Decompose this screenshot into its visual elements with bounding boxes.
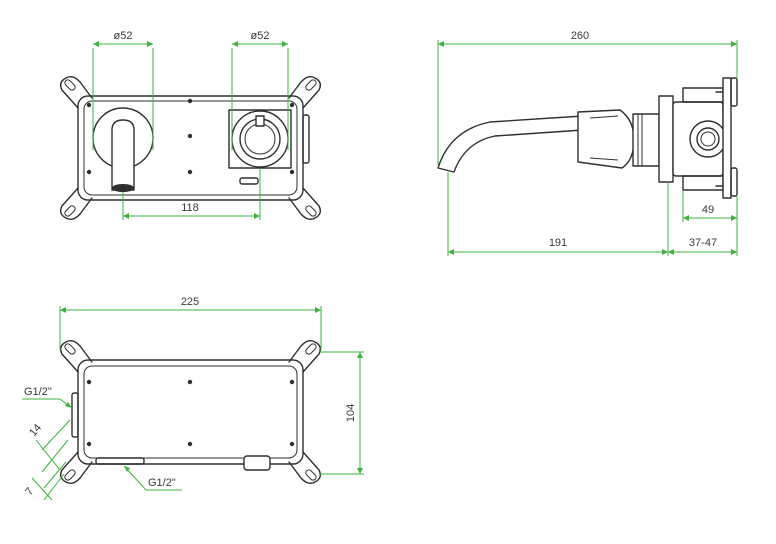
label-plate-width: 225 xyxy=(181,296,199,308)
side-spout xyxy=(437,115,584,173)
plate-outlet-stub xyxy=(243,455,271,471)
front-screw-holes xyxy=(86,98,295,175)
dim-front-right-diameter: ø52 xyxy=(231,30,289,150)
side-neck xyxy=(632,113,660,167)
plate-bottom-inlet xyxy=(95,457,145,465)
dim-plate-height: 104 xyxy=(320,351,364,475)
callout-thread-bottom: G1/2" xyxy=(123,465,182,491)
dim-front-spacing: 118 xyxy=(122,168,261,220)
side-mixer-body xyxy=(658,95,674,183)
plate-view: 225 104 G1/2" G1/2" xyxy=(22,296,364,501)
label-offset-7: 7 xyxy=(23,486,36,498)
plate-side-inlet xyxy=(71,392,79,438)
front-spout-outlet xyxy=(112,184,134,192)
label-offset-14: 14 xyxy=(27,422,44,439)
dim-side-spout: 191 xyxy=(447,172,669,256)
side-view: 260 191 37-47 49 xyxy=(437,30,738,256)
label-front-left-diameter: ø52 xyxy=(114,30,133,42)
dim-side-overall: 260 xyxy=(437,30,738,165)
label-side-overall: 260 xyxy=(571,30,589,42)
label-front-right-diameter: ø52 xyxy=(251,30,270,42)
label-side-depth-range: 37-47 xyxy=(689,237,717,249)
plate-screw-holes xyxy=(86,379,295,447)
label-thread-top: G1/2" xyxy=(24,386,52,398)
dim-front-left-diameter: ø52 xyxy=(92,30,154,150)
dim-side-body-depth: 49 xyxy=(682,190,737,222)
label-thread-bottom: G1/2" xyxy=(148,477,176,489)
plate-body-inner xyxy=(83,365,298,459)
plate-body xyxy=(77,359,304,465)
label-side-spout: 191 xyxy=(549,237,567,249)
side-rear-plate xyxy=(722,77,732,199)
side-valve-circle xyxy=(689,120,727,158)
front-view: ø52 ø52 118 xyxy=(59,30,322,221)
label-side-body-depth: 49 xyxy=(702,204,714,216)
callout-thread-top: G1/2" xyxy=(22,386,73,409)
dim-plate-width: 225 xyxy=(59,296,322,350)
front-plate-ears xyxy=(59,75,322,221)
dim-angled-offsets: 14 7 xyxy=(23,419,71,501)
dim-side-depth-range: 37-47 xyxy=(668,196,738,256)
label-front-spacing: 118 xyxy=(181,202,199,214)
plate-ears xyxy=(59,339,322,485)
front-spout xyxy=(111,119,135,191)
label-plate-height: 104 xyxy=(345,404,357,422)
